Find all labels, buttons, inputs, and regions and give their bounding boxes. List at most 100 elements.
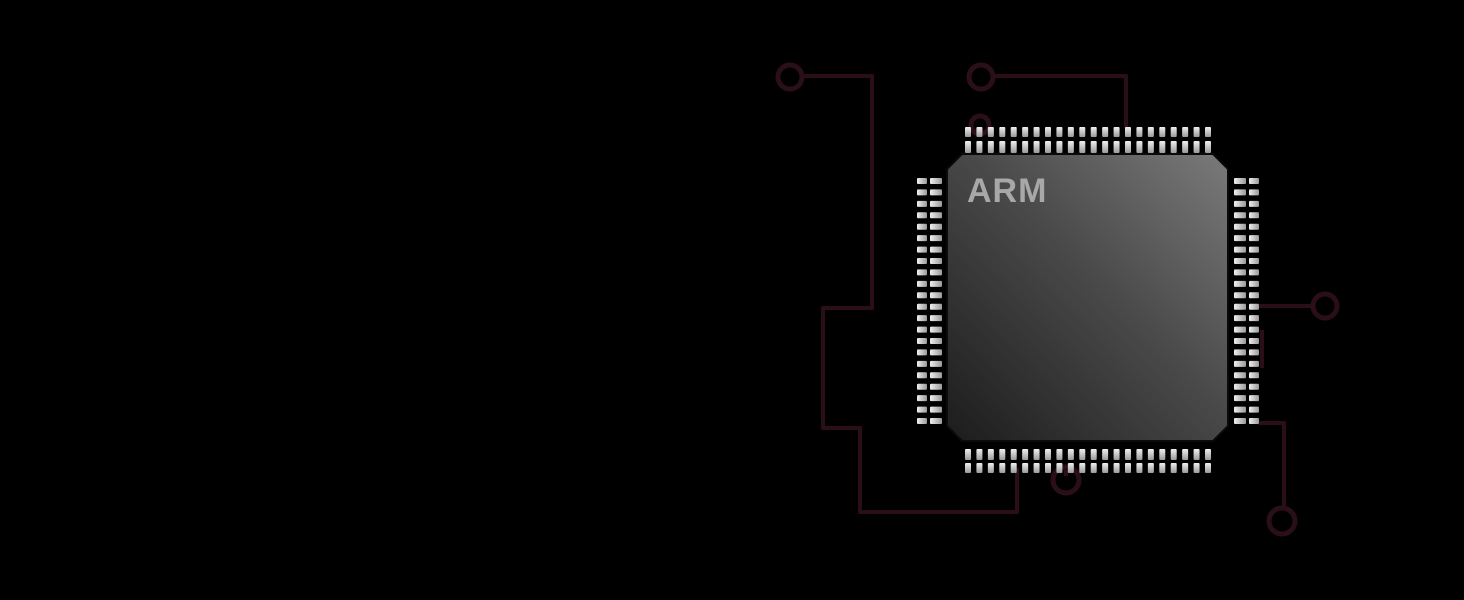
chip-pin (1234, 349, 1246, 356)
chip-pin (917, 395, 927, 402)
chip-pin (930, 246, 942, 253)
chip-pin (1010, 463, 1017, 473)
chip-pin (930, 418, 942, 424)
chip-pin (1249, 372, 1259, 379)
chip-pin (1033, 127, 1040, 137)
chip-pin (1125, 449, 1131, 460)
chip-pin (930, 258, 942, 264)
chip-pin (917, 315, 927, 322)
chip-pin (1182, 127, 1189, 137)
chip-pin (1205, 463, 1211, 473)
chip-pin (917, 200, 927, 207)
chip-pin (1125, 127, 1131, 137)
chip-pin (1249, 235, 1259, 242)
chip-pin (987, 449, 994, 460)
chip-pin (999, 449, 1006, 460)
chip-pin (976, 127, 983, 137)
chip-pin (1249, 349, 1259, 356)
chip-pin (1249, 338, 1259, 344)
chip-body (946, 153, 1229, 442)
chip-pin (1079, 127, 1086, 137)
chip-pin (1170, 141, 1177, 153)
chip-pin (1234, 246, 1246, 253)
chip-pin (930, 178, 942, 184)
chip-pin (976, 449, 983, 460)
chip-pin (917, 212, 927, 219)
chip-pin (1193, 449, 1200, 460)
chip-pin (1193, 463, 1200, 473)
chip-pin (917, 326, 927, 333)
chip-pin (930, 235, 942, 242)
chip-pin (917, 418, 927, 424)
chip-pins-left (917, 178, 942, 424)
chip-pin (1045, 449, 1051, 460)
chip-pin (1249, 212, 1259, 219)
chip-pin (917, 349, 927, 356)
chip-pin (1205, 449, 1211, 460)
chip-pin (1234, 372, 1246, 379)
chip-pin (1170, 463, 1177, 473)
chip-pin (917, 406, 927, 413)
chip-pin (1067, 463, 1074, 473)
chip-pin (965, 141, 971, 153)
chip-pin (1234, 223, 1246, 230)
chip-pin (1234, 303, 1246, 310)
chip-pin (930, 223, 942, 230)
trace-top-left (803, 74, 1019, 514)
chip-pin (930, 383, 942, 390)
chip-pin (930, 349, 942, 356)
chip-pin (1113, 449, 1120, 460)
chip-pin (1090, 463, 1097, 473)
chip-pin (1234, 418, 1246, 424)
chip-pin (965, 463, 971, 473)
chip-pin (999, 127, 1006, 137)
chip-pin (1102, 127, 1109, 137)
circuit-traces (803, 74, 1312, 514)
chip-pin (930, 292, 942, 299)
chip-pin (1022, 141, 1029, 153)
chip-pin (1056, 463, 1063, 473)
chip-pin (1234, 338, 1246, 344)
chip-pin (917, 360, 927, 367)
chip-pin (999, 463, 1006, 473)
chip-pin (1033, 449, 1040, 460)
chip-pin (1234, 212, 1246, 219)
chip-pin (917, 338, 927, 344)
chip-pin (917, 292, 927, 299)
chip-pin (1102, 463, 1109, 473)
chip-pin (1249, 223, 1259, 230)
chip-pin (1045, 127, 1051, 137)
chip-pin (1249, 383, 1259, 390)
chip-pin (1022, 449, 1029, 460)
chip-pin (930, 326, 942, 333)
chip-pin (1079, 463, 1086, 473)
chip-pin (1249, 246, 1259, 253)
chip-pin (917, 178, 927, 184)
chip-pin (1136, 449, 1143, 460)
chip-pin (1022, 463, 1029, 473)
chip-pin (1182, 449, 1189, 460)
chip-pin (1125, 141, 1131, 153)
chip-pin (1249, 315, 1259, 322)
chip-pin (1159, 463, 1166, 473)
chip-pin (1136, 127, 1143, 137)
chip-pin (1249, 200, 1259, 207)
trace-node (1310, 291, 1340, 321)
chip-pin (1090, 141, 1097, 153)
trace-node (775, 62, 805, 92)
chip-pin (1249, 303, 1259, 310)
chip-pin (1234, 280, 1246, 287)
chip-pin (1205, 141, 1211, 153)
chip-pin (1234, 200, 1246, 207)
chip-pin (1102, 141, 1109, 153)
chip-pin (1067, 127, 1074, 137)
trace-bottom-right (1258, 421, 1286, 506)
chip-pin (1147, 449, 1154, 460)
chip-pin (930, 189, 942, 196)
chip-pin (1234, 383, 1246, 390)
chip-pin (930, 372, 942, 379)
chip-pin (1234, 326, 1246, 333)
chip-pin (1249, 326, 1259, 333)
chip-pin (1113, 127, 1120, 137)
chip-pin (987, 141, 994, 153)
